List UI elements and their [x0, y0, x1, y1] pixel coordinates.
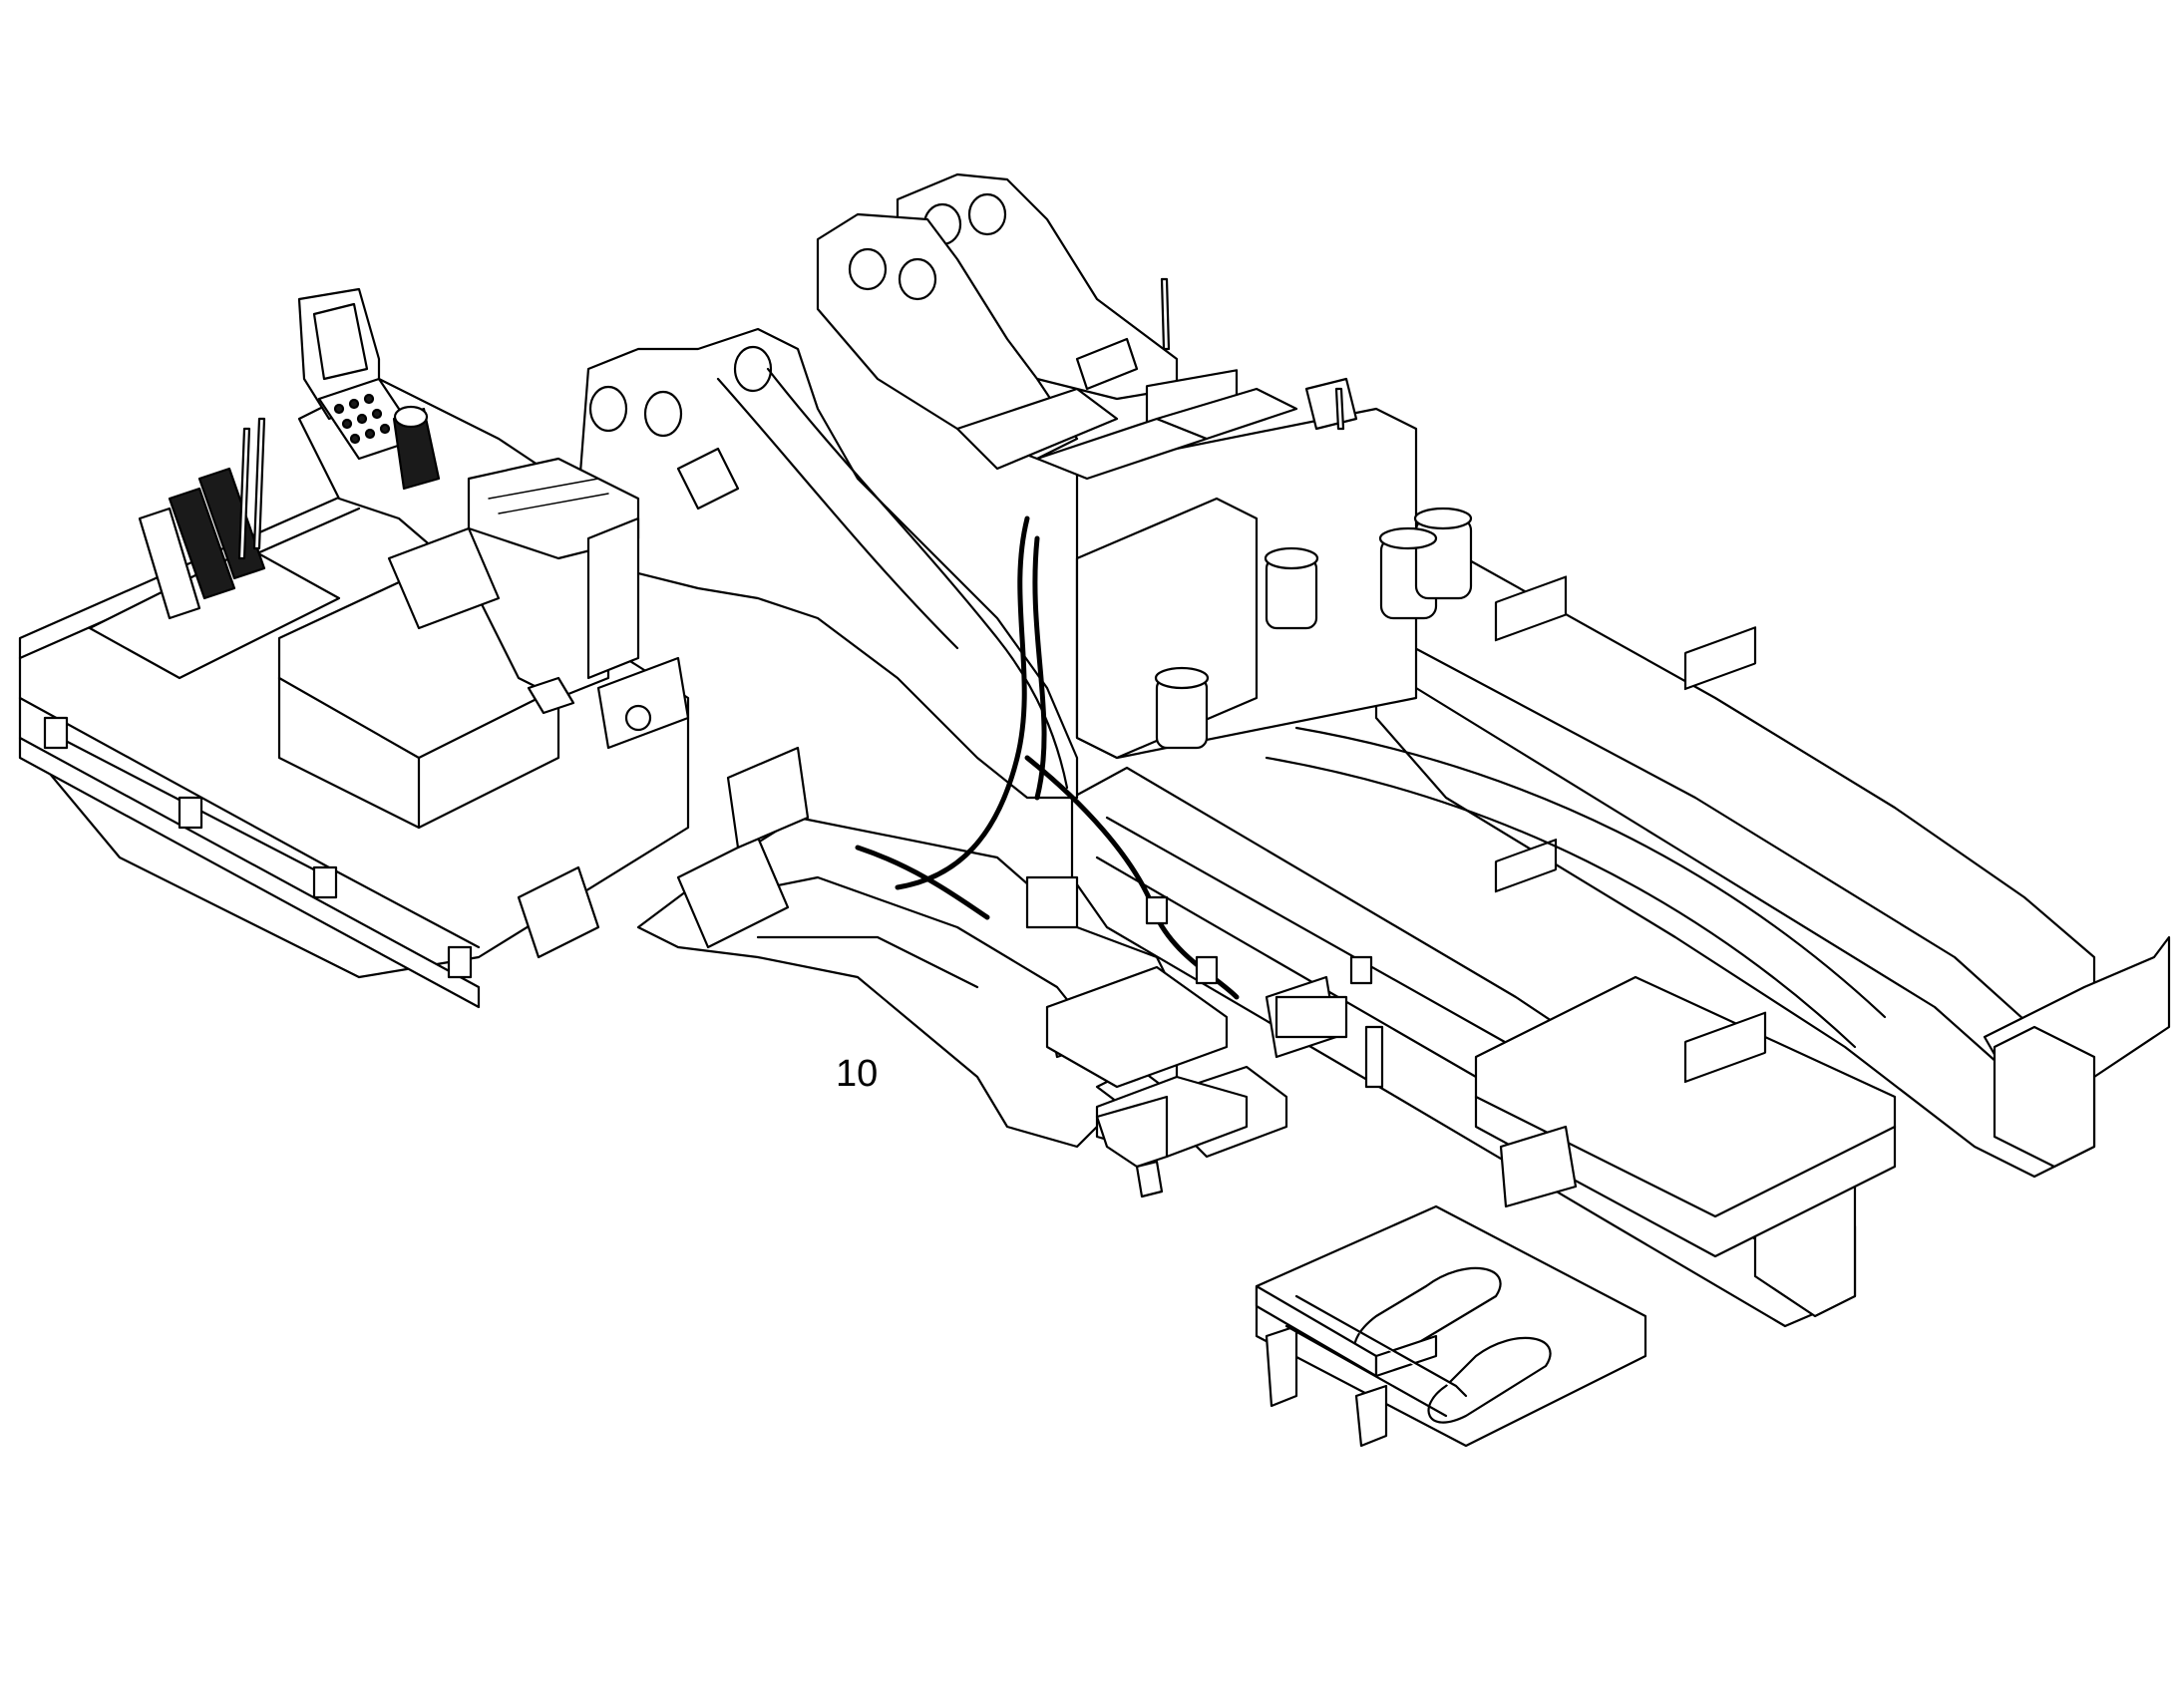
key-5	[356, 413, 368, 425]
front-lower-brackets	[1045, 965, 1249, 1198]
center-bumper-3	[1499, 1125, 1578, 1208]
side-block-3	[312, 865, 338, 899]
side-block-2	[178, 796, 203, 830]
rear-tower-pin-2	[967, 192, 1007, 236]
support-bracket	[1304, 377, 1358, 431]
key-4	[341, 418, 353, 430]
pedal-rod-2	[252, 417, 266, 550]
platform-side-rail	[18, 736, 481, 1009]
frame-pad-2	[1683, 626, 1757, 691]
frame-pad-3	[1683, 1011, 1767, 1084]
subframe-bracket-right	[1354, 1384, 1388, 1448]
valve-cylinders	[1154, 507, 1473, 750]
seat-bracket	[387, 526, 501, 630]
filter-cap-4	[1413, 507, 1473, 530]
mid-cross-beam	[1474, 975, 1897, 1258]
filter-cap-1	[1154, 666, 1210, 690]
tower-cross-beam	[955, 387, 1119, 471]
hose-clamp-1	[1145, 895, 1169, 925]
pedal-rod-1	[237, 427, 251, 560]
part-callout-10: 10	[836, 1053, 879, 1095]
box-knob	[624, 704, 652, 732]
pad-block-2	[1274, 995, 1348, 1039]
lift-tower-assembly	[576, 172, 1179, 800]
pad-block-1	[1025, 875, 1079, 929]
subframe-bracket-left	[1265, 1324, 1298, 1408]
frame-pad-4	[1494, 839, 1558, 893]
middle-tower-pin-2	[898, 257, 937, 301]
key-7	[349, 433, 361, 445]
lower-hitch-tab	[1135, 1160, 1164, 1198]
key-6	[371, 408, 383, 420]
front-boom-arm	[576, 327, 1079, 800]
key-3	[363, 393, 375, 405]
lower-hitch	[1095, 1095, 1169, 1169]
subframe-slot-2	[1427, 1336, 1552, 1424]
console-pillar	[586, 516, 640, 680]
front-skirt	[517, 865, 600, 959]
exhaust-tube	[527, 676, 575, 715]
front-boom-pin-1	[588, 385, 628, 433]
console-screen	[312, 302, 369, 381]
front-boom-pin-3	[733, 345, 773, 393]
rear-storage-box	[596, 656, 690, 750]
valve-rod-1	[1160, 277, 1171, 351]
joystick-knob	[393, 405, 429, 429]
rear-bumper-right	[1993, 1025, 2096, 1169]
filter-cap-3	[1378, 526, 1438, 550]
front-boom-pin-2	[643, 390, 683, 438]
hose-clamp-2	[1195, 955, 1219, 985]
front-skirt-2	[676, 836, 790, 949]
manifold-block-2	[1155, 387, 1298, 441]
subframe-rail	[1284, 1294, 1468, 1418]
inner-arch-frame	[1265, 726, 1887, 1049]
subframe-plate	[1255, 1204, 1647, 1448]
key-1	[333, 403, 345, 415]
right-rail-inner-edge	[1394, 636, 2056, 1089]
rear-subframe-tray	[1255, 1204, 1647, 1448]
hose-clamp-3	[1349, 955, 1373, 985]
operator-platform	[18, 287, 810, 1009]
middle-tower-pin-1	[848, 247, 888, 291]
pedal-left	[138, 507, 201, 620]
foot-pedals	[88, 417, 341, 680]
lower-arm-left	[1045, 965, 1229, 1089]
pedal-center	[168, 487, 236, 600]
hose-clamp-4	[1364, 1025, 1384, 1089]
filter-cap-2	[1264, 546, 1319, 570]
valve-front-plate	[1075, 497, 1259, 760]
side-block-1	[43, 716, 69, 750]
keypad-buttons	[333, 393, 391, 445]
subframe-arm-2	[1374, 1334, 1438, 1378]
top-bracket	[1075, 337, 1139, 391]
key-8	[364, 428, 376, 440]
side-block-4	[447, 945, 473, 979]
key-9	[379, 423, 391, 435]
key-2	[348, 398, 360, 410]
front-skirt-3	[726, 746, 810, 850]
frame-pad-1	[1494, 575, 1568, 642]
valve-panel-assembly	[855, 277, 1473, 1089]
hydraulic-hose-4	[855, 845, 990, 920]
boom-bracket-plate	[676, 447, 740, 511]
hydraulic-hose-1	[895, 515, 1030, 890]
rear-chassis-frame	[1070, 556, 2171, 1328]
valve-rod-2	[1334, 387, 1345, 431]
front-boom-curve-lines	[716, 367, 1069, 790]
armrest-switches	[488, 478, 609, 514]
pedal-right	[197, 467, 266, 580]
raised-box-lines	[277, 676, 560, 830]
